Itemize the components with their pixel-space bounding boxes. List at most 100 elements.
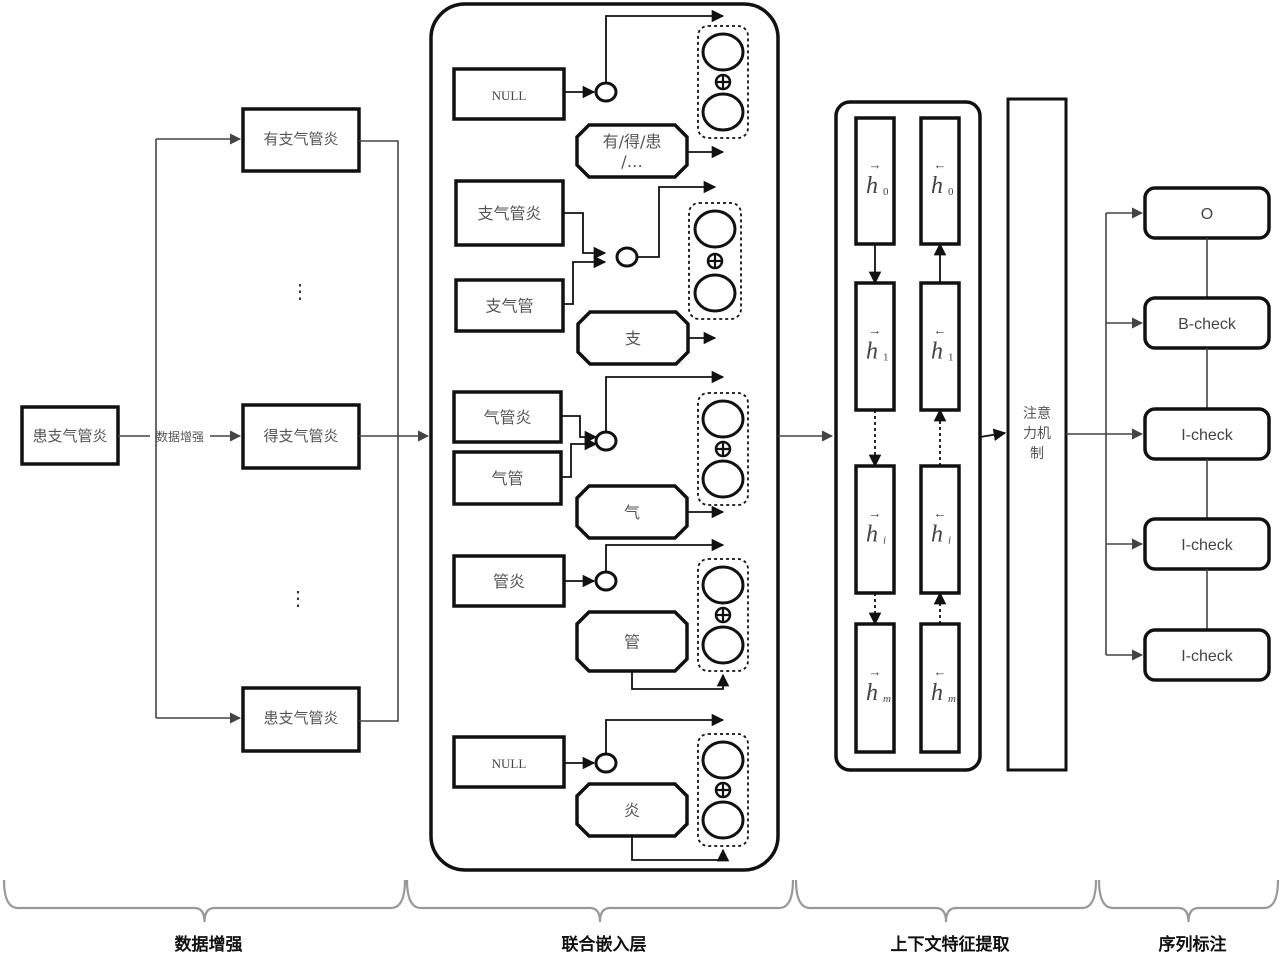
char-to-concat-arrow [631, 671, 730, 690]
stage-title: 上下文特征提取 [891, 934, 1010, 955]
word-box [452, 735, 566, 789]
variant-text-1: 有支气管炎 [263, 130, 338, 148]
pool-to-concat-arrow [637, 180, 717, 258]
stage-brace [1097, 879, 1280, 923]
word-box [452, 390, 563, 444]
char-embedding-node [701, 800, 745, 840]
variant-text-3: 患支气管炎 [263, 709, 338, 727]
hidden-state-label: h [866, 680, 878, 706]
hidden-state-subscript: i [883, 535, 886, 547]
label-text: I-check [1181, 648, 1234, 665]
label-text: B-check [1178, 316, 1237, 333]
label-box [1143, 628, 1271, 682]
char-box [576, 310, 690, 366]
direction-arrow: ← [934, 664, 947, 679]
hidden-state-subscript: m [948, 693, 956, 705]
char-text: 支 [625, 329, 641, 348]
char-embedding-node [701, 625, 745, 665]
label-text: O [1201, 206, 1213, 223]
pooling-node [594, 570, 618, 592]
pool-to-concat-arrow [605, 9, 725, 84]
concat-plus [716, 442, 730, 456]
hidden-state-subscript: i [948, 535, 951, 547]
hidden-state-subscript: 1 [883, 352, 889, 364]
hidden-state-subscript: 1 [948, 352, 954, 364]
attention-box [1006, 97, 1068, 772]
hidden-state-label: h [931, 522, 943, 548]
pooling-node [594, 752, 618, 774]
stage-brace [2, 879, 407, 923]
hidden-state-label: h [931, 173, 943, 199]
hidden-state-label: h [866, 339, 878, 365]
label-text: I-check [1181, 537, 1234, 554]
direction-arrow: → [869, 506, 882, 521]
lstm-cell-forward [854, 464, 896, 595]
word-box [452, 67, 566, 121]
char-embedding-node [693, 273, 737, 313]
word-embedding-node [701, 740, 745, 780]
input-box [20, 405, 120, 466]
embedding-group: NULL有/得/患/… [452, 9, 749, 179]
concat-container [697, 558, 749, 672]
hidden-state-subscript: 0 [948, 186, 954, 198]
hidden-state-subscript: m [883, 693, 891, 705]
char-text: 管 [624, 633, 640, 652]
char-box [575, 610, 689, 673]
word-embedding-node [701, 565, 745, 605]
merge-line-right [359, 140, 399, 722]
word-to-pool-arrow [561, 415, 598, 444]
variant-box-3 [241, 686, 361, 753]
concat-plus [716, 608, 730, 622]
word-to-pool-arrow [563, 212, 607, 260]
stage-braces: 数据增强 联合嵌入层 上下文特征提取 序列标注 [2, 879, 1280, 955]
char-box [575, 782, 689, 838]
word-box [454, 179, 565, 247]
direction-arrow: → [869, 323, 882, 338]
stage-title: 序列标注 [1159, 934, 1227, 955]
arrow-to-attention [979, 428, 1007, 442]
hidden-state-label: h [866, 522, 878, 548]
pool-to-concat-arrow [605, 713, 725, 755]
concat-plus [716, 783, 730, 797]
stage-title: 联合嵌入层 [562, 934, 647, 955]
direction-arrow: → [869, 664, 882, 679]
direction-arrow: ← [934, 157, 947, 172]
stage-data-augmentation: 患支气管炎 数据增强 有支气管炎 ⋮ 得支气管炎 ⋮ 患支气管炎 [20, 107, 430, 753]
stage-brace [405, 879, 795, 923]
char-to-concat-arrow [631, 836, 730, 862]
word-box [452, 450, 563, 506]
augmentation-arrow-label: 数据增强 [156, 429, 204, 444]
variant-box-2 [241, 403, 361, 470]
direction-arrow: → [869, 157, 882, 172]
ellipsis-2: ⋮ [288, 588, 308, 610]
word-text: 支气管 [485, 297, 533, 316]
char-text: 气 [624, 503, 640, 522]
char-box [575, 123, 689, 179]
concat-plus [716, 75, 730, 89]
word-to-pool-arrow [563, 255, 607, 305]
attention-text-2: 力机 [1023, 426, 1051, 442]
pool-to-concat-arrow [605, 370, 725, 433]
pooling-node [594, 430, 618, 452]
variant-box-1 [241, 107, 361, 173]
char-box [575, 484, 689, 540]
word-text: 气管炎 [483, 408, 531, 427]
char-text: 有/得/患 [603, 132, 662, 151]
hidden-state-label: h [866, 173, 878, 199]
word-text: 气管 [491, 469, 523, 488]
char-text: 炎 [624, 801, 640, 820]
stage-title: 数据增强 [175, 934, 243, 955]
stage-brace [794, 879, 1098, 923]
hidden-state-label: h [931, 339, 943, 365]
word-text: NULL [492, 756, 527, 771]
char-embedding-node [701, 92, 745, 132]
pooling-node [615, 246, 639, 268]
pool-to-concat-arrow [605, 538, 725, 573]
concat-container [697, 25, 749, 139]
